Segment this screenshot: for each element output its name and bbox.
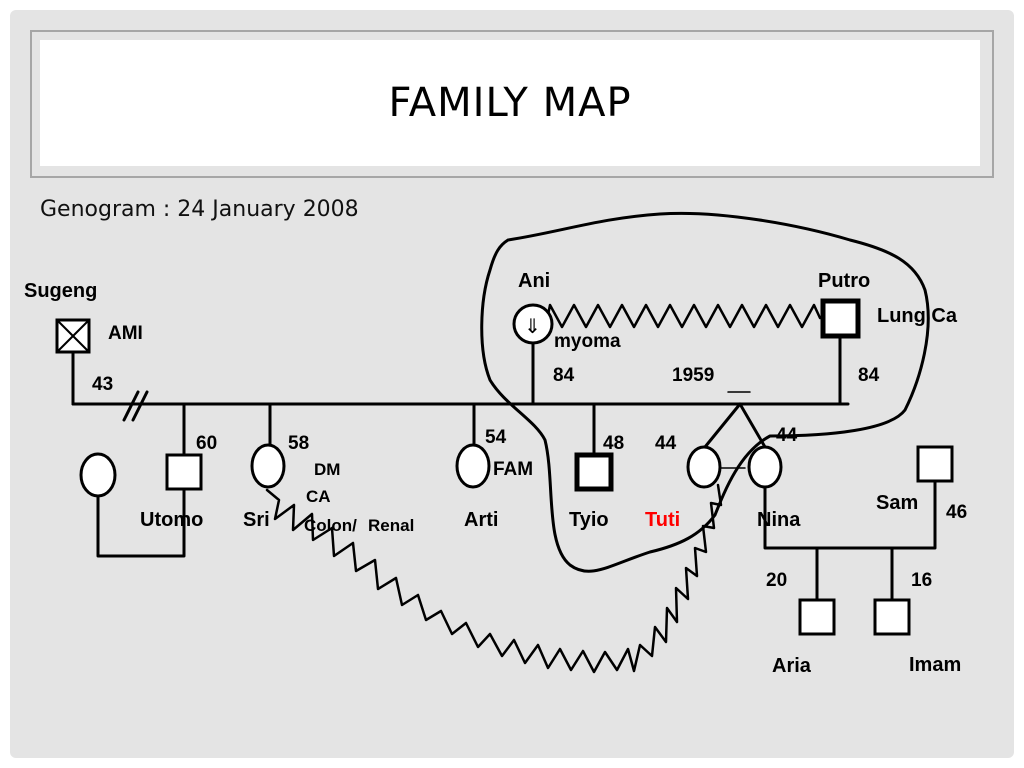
arti-female-icon	[455, 443, 491, 489]
genogram-date: Genogram : 24 January 2008	[40, 197, 359, 222]
ani-putro-conflict	[544, 303, 822, 329]
aria-name: Aria	[772, 655, 812, 677]
sam-male-icon	[916, 445, 954, 483]
twins-right-line	[738, 402, 767, 449]
nina-marriage-line	[763, 480, 937, 550]
divorce-mark-1	[122, 390, 140, 422]
sam-name: Sam	[876, 492, 918, 514]
tyio-male-icon	[574, 452, 614, 492]
ani-female-icon	[512, 303, 554, 345]
putro-male-icon	[820, 298, 861, 339]
marriage-year: 1959	[672, 365, 714, 386]
title-box: FAMILY MAP	[40, 40, 980, 166]
putro-note: Lung Ca	[877, 305, 958, 327]
sri-note-1: DM	[314, 460, 340, 479]
page-title: FAMILY MAP	[388, 80, 632, 126]
utomo-name: Utomo	[140, 509, 203, 531]
arti-note: FAM	[493, 459, 533, 480]
sam-age: 46	[946, 502, 967, 523]
household-boundary	[480, 211, 930, 573]
nina-name: Nina	[757, 509, 801, 531]
ani-arrow-symbol: ⇓	[524, 314, 541, 338]
twins-left-line	[703, 402, 742, 449]
utomo-age: 60	[196, 433, 217, 454]
sri-tuti-conflict	[265, 483, 723, 674]
sri-age: 58	[288, 433, 309, 454]
putro-age: 84	[858, 365, 880, 386]
sri-note-4: Renal	[368, 516, 414, 535]
sugeng-age: 43	[92, 374, 113, 395]
tuti-age: 44	[655, 433, 677, 454]
sugeng-note: AMI	[108, 323, 143, 344]
putro-name: Putro	[818, 270, 870, 292]
imam-male-icon	[873, 598, 911, 636]
imam-name: Imam	[909, 654, 961, 676]
nina-age: 44	[776, 425, 798, 446]
sri-female-icon	[250, 443, 286, 489]
tuti-female-icon	[686, 445, 722, 489]
tyio-age: 48	[603, 433, 624, 454]
nina-female-icon	[747, 445, 783, 489]
aria-male-icon	[798, 598, 836, 636]
imam-age: 16	[911, 570, 932, 591]
ani-name: Ani	[518, 270, 550, 292]
aria-age: 20	[766, 570, 787, 591]
utomo-marriage-line	[96, 488, 186, 558]
arti-name: Arti	[464, 509, 498, 531]
ani-note: myoma	[554, 331, 621, 352]
ani-age: 84	[553, 365, 575, 386]
utomo-wife-female-icon	[79, 452, 117, 498]
sugeng-name: Sugeng	[24, 280, 97, 302]
sri-note-2: CA	[306, 487, 331, 506]
utomo-male-icon	[165, 453, 203, 491]
divorce-mark-2	[131, 390, 149, 422]
tyio-name: Tyio	[569, 509, 609, 531]
sri-name: Sri	[243, 509, 270, 531]
tuti-name: Tuti	[645, 509, 680, 531]
arti-age: 54	[485, 427, 507, 448]
sri-note-3: Colon/	[304, 516, 357, 535]
